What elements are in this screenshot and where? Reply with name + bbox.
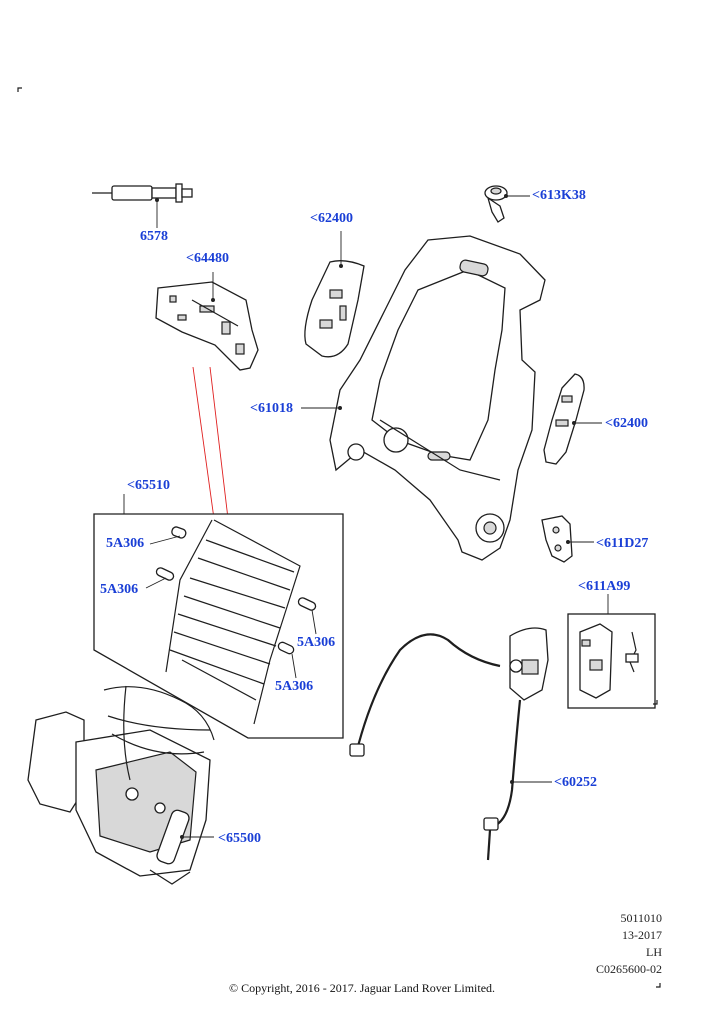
corner-mark-bottom-right [656, 983, 661, 988]
lumbar-support-box [93, 494, 344, 739]
corner-mark-top-left [17, 87, 22, 92]
callout-611A99[interactable]: <611A99 [578, 579, 631, 594]
corner-mark-box [653, 700, 658, 705]
side-cover-right [543, 373, 602, 465]
callout-62400-right[interactable]: <62400 [605, 416, 648, 431]
mounting-bracket-part [541, 515, 594, 563]
spring-clip-b [145, 567, 175, 589]
grease-syringe-part [92, 183, 193, 228]
callout-60252[interactable]: <60252 [554, 775, 597, 790]
recline-knob-part [484, 185, 530, 223]
copyright-notice: © Copyright, 2016 - 2017. Jaguar Land Ro… [228, 981, 496, 995]
red-leader-line-right [209, 366, 230, 528]
side-cover-upper [304, 231, 365, 358]
callout-65500[interactable]: <65500 [218, 831, 261, 846]
spring-clip-a [149, 526, 187, 545]
callout-65510[interactable]: <65510 [127, 478, 170, 493]
seat-cushion-frame [27, 685, 215, 885]
switch-kit-box [567, 594, 656, 709]
diagram-side: LH [646, 945, 662, 959]
diagram-metadata: 5011010 13-2017 LH C0265600-02 [596, 910, 662, 978]
callout-5A306-c[interactable]: 5A306 [297, 635, 336, 650]
diagram-date: 13-2017 [622, 928, 662, 942]
callout-6578[interactable]: 6578 [140, 229, 168, 244]
red-leader-line-left [192, 366, 216, 527]
callout-611D27[interactable]: <611D27 [596, 536, 649, 551]
callout-5A306-b[interactable]: 5A306 [100, 582, 139, 597]
callout-613K38[interactable]: <613K38 [532, 188, 586, 203]
diagram-code: 5011010 [620, 911, 662, 925]
callout-62400-top[interactable]: <62400 [310, 211, 353, 226]
recliner-cable-assembly [349, 627, 552, 861]
callout-5A306-a[interactable]: 5A306 [106, 536, 145, 551]
callout-64480[interactable]: <64480 [186, 251, 229, 266]
diagram-reference: C0265600-02 [596, 962, 662, 976]
spring-clip-c [297, 597, 317, 635]
lumbar-wire-mat [165, 519, 301, 725]
callout-5A306-d[interactable]: 5A306 [275, 679, 314, 694]
callout-61018[interactable]: <61018 [250, 401, 293, 416]
spring-clip-d [277, 641, 297, 679]
lumbar-control-plate [155, 272, 259, 371]
seat-back-frame [301, 235, 546, 561]
